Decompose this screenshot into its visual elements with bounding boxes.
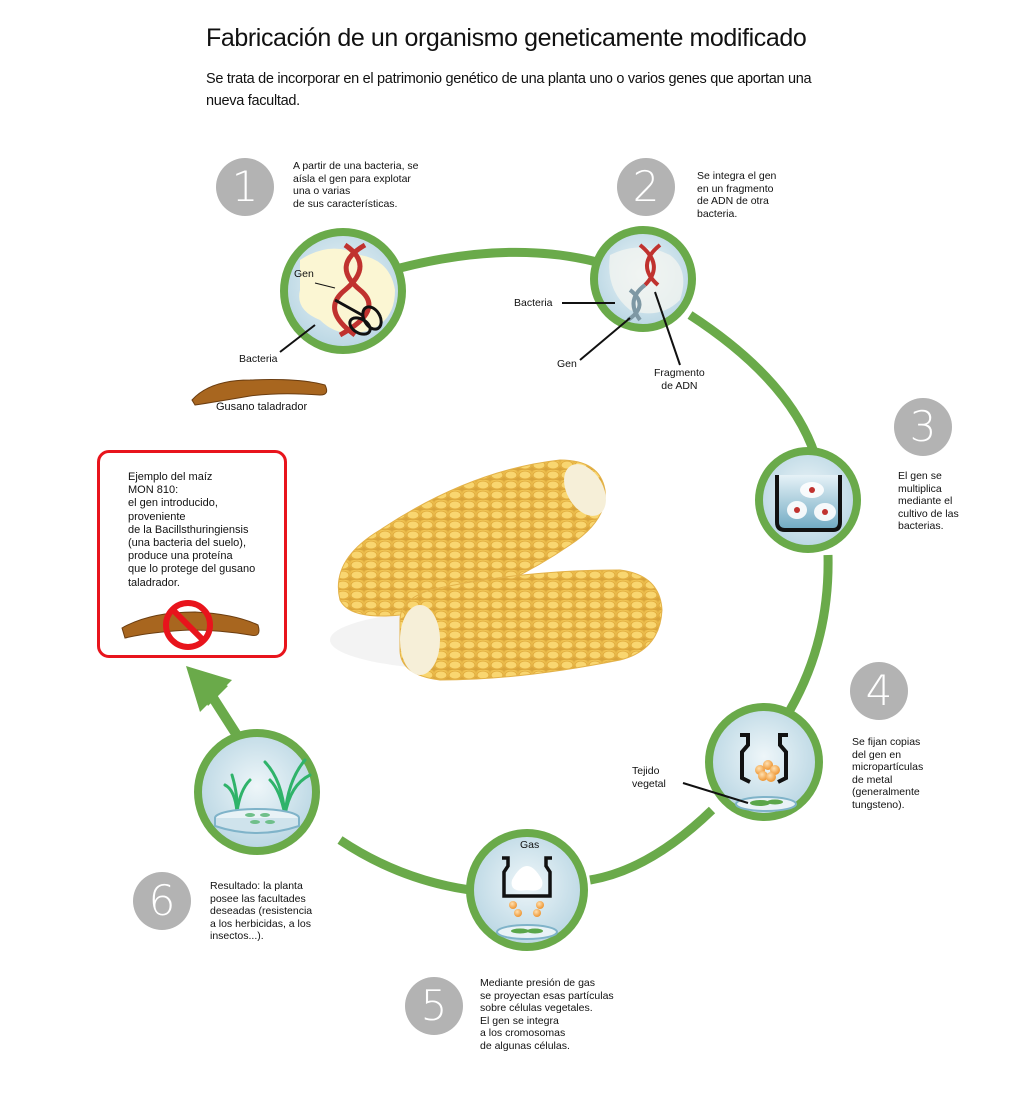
step-4-number: 4 [850,662,908,720]
cycle-ring [186,247,833,895]
step-3-illustration [755,447,861,553]
step-5-illustration [466,829,588,951]
step-5-number: 5 [405,977,463,1035]
page-title: Fabricación de un organismo geneticament… [206,24,807,52]
label-gen-2: Gen [557,358,577,370]
step-5-description: Mediante presión de gas se proyectan esa… [480,977,614,1052]
step-1-number: 1 [216,158,274,216]
example-text: Ejemplo del maíz MON 810: el gen introdu… [128,471,256,589]
step-2-description: Se integra el gen en un fragmento de ADN… [697,170,777,220]
label-bacteria-2: Bacteria [514,297,553,309]
step-6-number: 6 [133,872,191,930]
corn-image [330,459,663,681]
label-fragmento-adn: Fragmento de ADN [654,367,705,392]
step-1-illustration [279,228,406,354]
step-6-description: Resultado: la planta posee las facultade… [210,880,313,942]
step-4-illustration [682,703,823,821]
scissors-icon [334,298,383,336]
label-bacteria-1: Bacteria [239,353,278,365]
label-gusano-taladrador: Gusano taladrador [216,401,308,413]
page-subtitle: Se trata de incorporar en el patrimonio … [206,71,812,109]
worm-icon [191,379,328,406]
step-2-illustration [562,226,696,366]
label-tejido-vegetal: Tejido vegetal [632,765,666,790]
example-box: Ejemplo del maíz MON 810: el gen introdu… [97,450,287,658]
step-1-description: A partir de una bacteria, se aísla el ge… [293,160,419,210]
step-3-description: El gen se multiplica mediante el cultivo… [898,470,959,532]
step-4-description: Se fijan copias del gen en micropartícul… [852,736,924,811]
label-gen-1: Gen [294,268,314,280]
label-gas: Gas [520,839,540,851]
step-2-number: 2 [617,158,675,216]
plant-icon [223,758,312,817]
prohibited-icon [163,600,213,650]
step-6-illustration [194,729,320,855]
step-3-number: 3 [894,398,952,456]
dna-strand-icon [332,242,372,338]
